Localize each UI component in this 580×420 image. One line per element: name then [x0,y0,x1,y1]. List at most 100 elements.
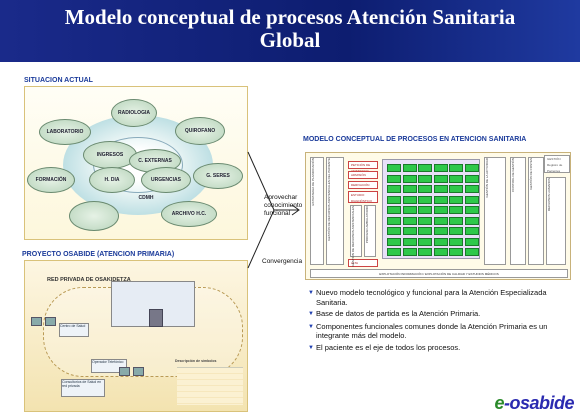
col-rrhh: RECURSOS HUMANOS [546,177,566,265]
grid-cell [402,227,417,235]
grid-cell [402,174,417,183]
col-gestion-asistenciales: GESTIÓN DE RECURSOS ASISTENCIALES [350,205,362,267]
aprovechar-text: Aprovechar conocimiento funcional [264,194,303,217]
convergencia-text: Convergencia [262,258,303,265]
grid-cell [449,164,463,172]
grid-cell [433,248,448,256]
computer-icon [133,367,144,376]
grid-cell [387,216,401,225]
row-admision: ADMISIÓN [348,171,378,179]
col-gestion-actividad: GESTIÓN DE LA ACTIVIDAD [484,157,506,265]
node-blank [69,201,119,231]
col-ambulatorio: PROCESO AMBULATORIO [364,205,376,257]
grid-cell [464,216,479,225]
osabide-logo: e-osabide [494,393,574,413]
node-radiologia: RADIOLOGIA [111,99,157,127]
grid-cell [387,185,401,193]
operator-box: Operador Telefónico [91,359,127,373]
grid-cell [402,237,417,246]
grid-cell [464,195,479,204]
title-line-1: Modelo conceptual de procesos Atención S… [64,5,516,29]
node-quirofano: QUIROFANO [175,117,225,145]
grid-cell [433,237,448,246]
bullet-item: ▼Base de datos de partida es la Atención… [308,309,481,318]
grid-cell [387,174,401,183]
osabide-diagram: RED PRIVADA DE OSAKIDETZA Operador Telef… [24,260,248,412]
grid-cell [433,227,448,235]
node-h-dia: H. DIA [89,167,135,193]
bullet-item: ▼Nuevo modelo tecnológico y funcional pa… [308,288,547,307]
grid-cell [433,174,448,183]
modelo-label: MODELO CONCEPTUAL DE PROCESOS EN ATENCIO… [303,136,527,143]
grid-cell [418,206,432,214]
row-alta: ALTA [348,259,378,267]
grid-cell [387,237,401,246]
grid-cell [418,164,432,172]
grid-cell [433,216,448,225]
bullet-icon: ▼ [308,311,314,317]
bullet-item: ▼El paciente es el eje de todos los proc… [308,342,461,352]
grid-cell [418,237,432,246]
network-title: RED PRIVADA DE OSAKIDETZA [47,277,131,283]
grid-cell [387,195,401,204]
grid-cell [464,248,479,256]
grid-cell [387,227,401,235]
grid-cell [387,206,401,214]
grid-cell [402,248,417,256]
symbol-legend [177,367,243,405]
modelo-diagram: ESTRATEGIA DE PLANIFICACIÓN GESTIÓN DE R… [305,152,571,280]
grid-cell [418,195,432,204]
col-gestion-recursos: GESTIÓN DE RECURSOS ASISTENCIALES DEL PA… [326,157,344,265]
node-archivo-hc: ARCHIVO H.C. [161,201,217,227]
computer-icon [45,317,56,326]
top-right-note: GESTIÓN Registro de Pacientes [544,155,570,173]
grid-cell [433,164,448,172]
grid-cell [464,206,479,214]
grid-cell [464,237,479,246]
grid-cell [449,216,463,225]
computer-icon [31,317,42,326]
node-formacion: FORMACIÓN [27,167,75,193]
col-gestion-costes: GESTIÓN DE COSTES [528,157,544,265]
grid-cell [449,237,463,246]
bullet-icon: ▼ [308,290,314,296]
grid-cell [433,195,448,204]
slide-title: Modelo conceptual de procesos Atención S… [0,0,580,62]
grid-cell [449,248,463,256]
row-derivacion: DERIVACIÓN [348,181,378,189]
osabide-label: PROYECTO OSABIDE (ATENCION PRIMARIA) [22,251,175,258]
legend-title: Descripción de símbolos [175,359,217,363]
grid-cell [449,227,463,235]
grid-cell [418,185,432,193]
grid-cell [449,185,463,193]
title-line-2: Global [259,28,321,52]
health-center-box: Centro de Salud [59,323,89,337]
node-laboratorio: LABORATORIO [39,119,91,145]
grid-cell [402,206,417,214]
row-estudio: ESTUDIO DIAGNÓSTICO [348,191,378,203]
bullet-list: ▼Nuevo modelo tecnológico y funcional pa… [308,288,570,355]
bottom-bar: EXPLOTACIÓN INFORMACIÓN / EXPLOTACIÓN DE… [310,269,568,278]
grid-cell [464,185,479,193]
grid-cell [464,227,479,235]
server-icon [149,309,163,327]
grid-cell [418,174,432,183]
node-g-seres: G. SERES [193,163,243,189]
grid-cell [449,195,463,204]
consultorio-box: Consultorios de Salud en red privada [61,379,105,397]
row-peticion: PETICIÓN DE ASISTENCIA [348,161,378,173]
grid-cell [402,195,417,204]
grid-cell [464,174,479,183]
node-ingresos: INGRESOS [83,141,137,169]
grid-cell [402,216,417,225]
bullet-item: ▼Componentes funcionales comunes donde l… [308,321,548,341]
grid-cell [418,227,432,235]
computer-icon [119,367,130,376]
col-estrategia: ESTRATEGIA DE PLANIFICACIÓN [310,157,324,265]
grid-cell [418,216,432,225]
grid-cell [387,164,401,172]
bullet-icon: ▼ [308,323,314,330]
grid-cell [449,206,463,214]
node-cdmh: CDMH [138,195,154,201]
situacion-diagram: RADIOLOGIA LABORATORIO QUIROFANO INGRESO… [24,86,248,240]
